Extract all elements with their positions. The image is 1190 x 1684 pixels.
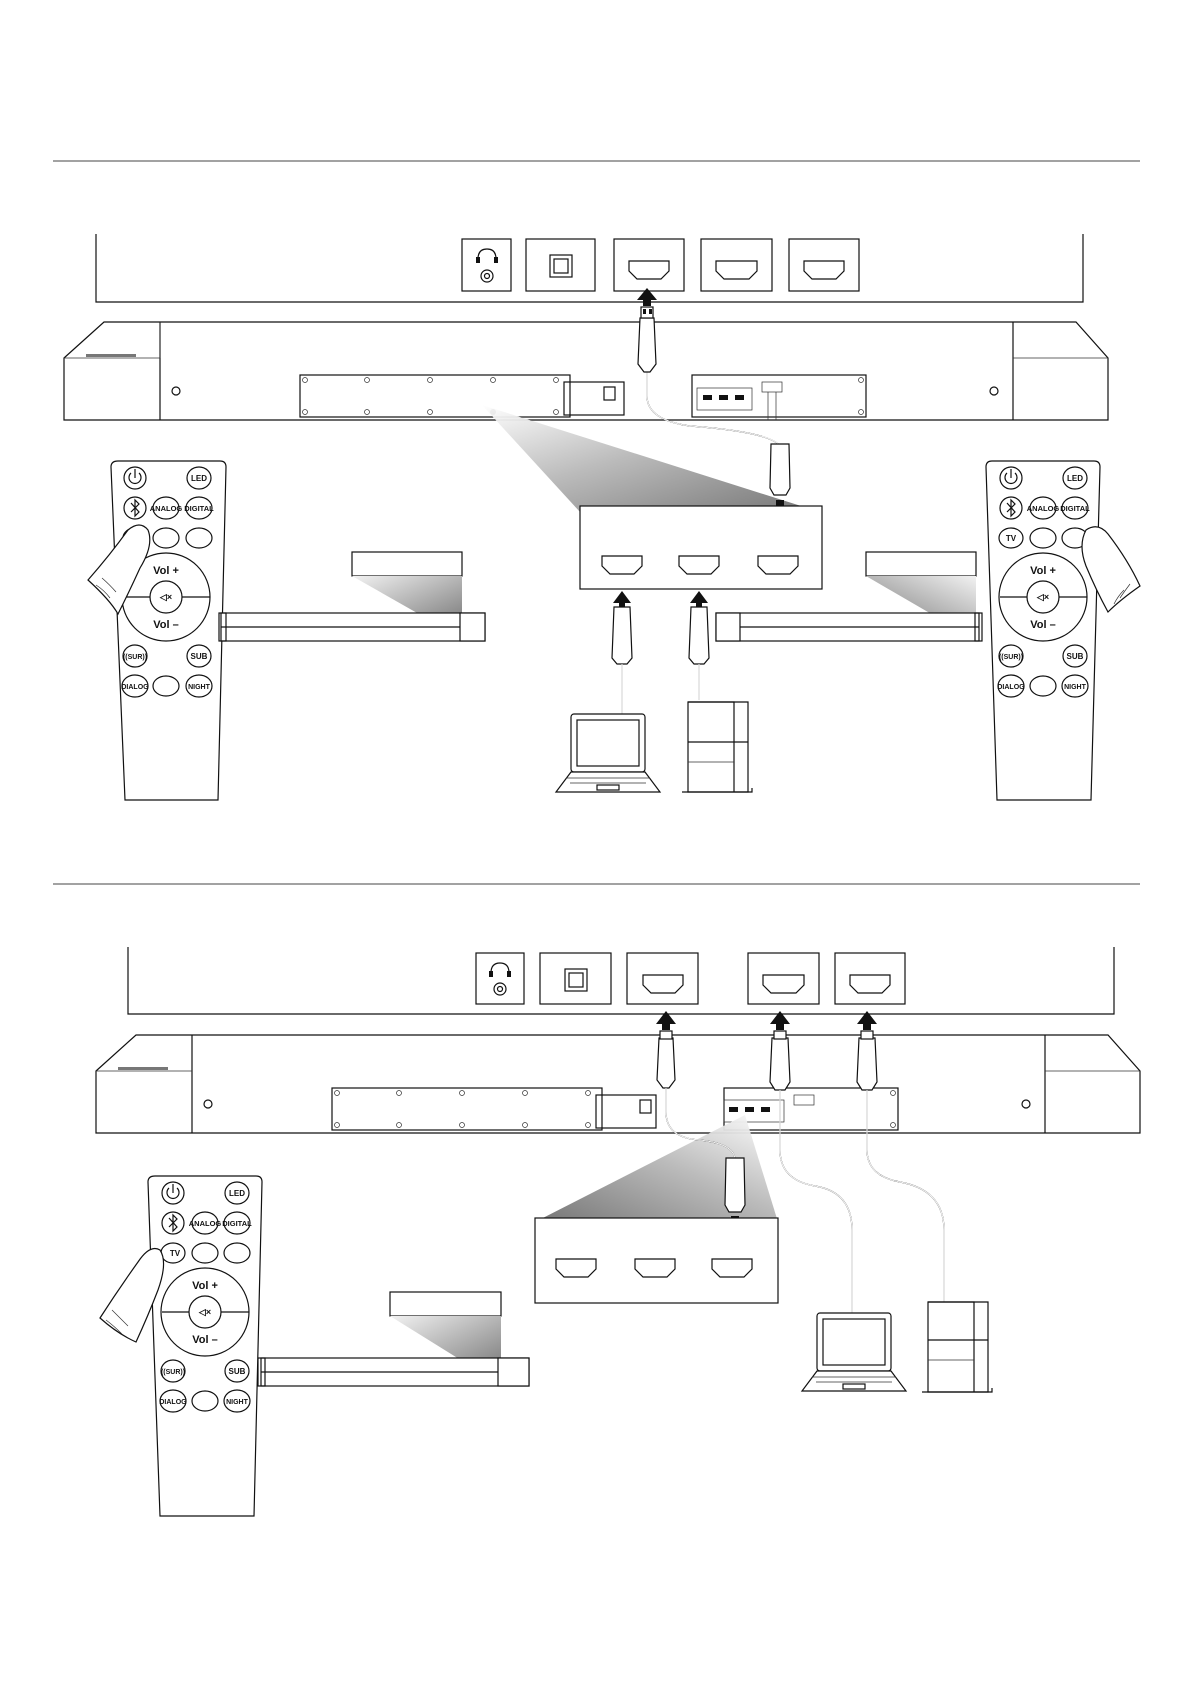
surround-button-label: ((SUR)) <box>999 654 1023 661</box>
hdmi-port-1 <box>627 953 698 1004</box>
led-button-label: LED <box>1067 474 1083 483</box>
dialog-button-label: DIALOG <box>159 1399 187 1406</box>
volume-down-button[interactable]: Vol – <box>1030 619 1055 631</box>
zoom-highlight <box>482 405 820 512</box>
hdmi-cable-laptop <box>612 607 632 716</box>
remote-blank-button[interactable] <box>192 1243 218 1263</box>
hdmi-port-1 <box>614 239 684 291</box>
analog-button-label: ANALOG <box>150 504 183 513</box>
zoom-tv-button-left <box>219 552 485 641</box>
hdmi-port-2 <box>748 953 819 1004</box>
game-console-icon <box>682 702 752 792</box>
zoom-tv-button <box>258 1292 529 1386</box>
mute-icon: ◁× <box>198 1307 211 1317</box>
sub-button-label: SUB <box>191 652 208 661</box>
section-2: LED ANALOG DIGITAL TV Vol + Vol – ◁× ((S… <box>96 947 1140 1516</box>
hdmi-port-3 <box>835 953 905 1004</box>
remote-blank-button[interactable] <box>224 1243 250 1263</box>
surround-button-label: ((SUR)) <box>123 654 147 661</box>
soundbar <box>96 1035 1140 1133</box>
volume-up-button[interactable]: Vol + <box>192 1280 218 1292</box>
remote-blank-button[interactable] <box>153 528 179 548</box>
remote-right-1: LED ANALOG DIGITAL TV Vol + Vol – ◁× ((S… <box>986 461 1140 800</box>
tv-button-label: TV <box>1006 534 1017 543</box>
laptop-icon <box>802 1313 906 1391</box>
tv-port-row <box>462 239 859 291</box>
dialog-button-label: DIALOG <box>997 684 1025 691</box>
volume-down-button[interactable]: Vol – <box>153 619 178 631</box>
volume-down-button[interactable]: Vol – <box>192 1334 217 1346</box>
section-1: LED ANALOG DIGITAL Vol + Vol – ◁× ((SUR)… <box>64 234 1140 800</box>
sub-button-label: SUB <box>229 1367 246 1376</box>
night-button-label: NIGHT <box>226 1399 249 1406</box>
game-console-icon <box>922 1302 992 1392</box>
mute-icon: ◁× <box>159 592 172 602</box>
led-button-label: LED <box>229 1189 245 1198</box>
tv-rear-panel <box>128 947 1114 1014</box>
soundbar <box>64 322 1108 420</box>
remote-blank-button[interactable] <box>186 528 212 548</box>
remote-left-1: LED ANALOG DIGITAL Vol + Vol – ◁× ((SUR)… <box>88 461 226 800</box>
surround-button-label: ((SUR)) <box>161 1369 185 1376</box>
hdmi-input-inset <box>535 1218 778 1303</box>
headphone-jack-port <box>462 239 511 291</box>
led-button-label: LED <box>191 474 207 483</box>
soundbar-logo <box>86 354 136 357</box>
optical-port <box>526 239 595 291</box>
mute-icon: ◁× <box>1036 592 1049 602</box>
night-button-label: NIGHT <box>1064 684 1087 691</box>
hdmi-input-inset <box>580 506 822 610</box>
headphone-jack-port <box>476 953 524 1004</box>
analog-button-label: ANALOG <box>189 1219 222 1228</box>
tv-button-label: TV <box>170 1249 181 1258</box>
volume-up-button[interactable]: Vol + <box>1030 565 1056 577</box>
sub-button-label: SUB <box>1067 652 1084 661</box>
remote-2: LED ANALOG DIGITAL TV Vol + Vol – ◁× ((S… <box>100 1176 262 1516</box>
hdmi-port-2 <box>701 239 772 291</box>
dialog-button-label: DIALOG <box>121 684 149 691</box>
analog-button-label: ANALOG <box>1027 504 1060 513</box>
remote-blank-button[interactable] <box>1030 676 1056 696</box>
optical-port <box>540 953 611 1004</box>
night-button-label: NIGHT <box>188 684 211 691</box>
remote-blank-button[interactable] <box>1030 528 1056 548</box>
digital-button-label: DIGITAL <box>1060 504 1090 513</box>
remote-blank-button[interactable] <box>153 676 179 696</box>
soundbar-logo <box>118 1067 168 1070</box>
digital-button-label: DIGITAL <box>222 1219 252 1228</box>
digital-button-label: DIGITAL <box>184 504 214 513</box>
remote-blank-button[interactable] <box>192 1391 218 1411</box>
hdmi-port-3 <box>789 239 859 291</box>
laptop-icon <box>556 714 660 792</box>
tv-port-row <box>476 953 905 1004</box>
volume-up-button[interactable]: Vol + <box>153 565 179 577</box>
hdmi-cable-console <box>689 607 709 700</box>
